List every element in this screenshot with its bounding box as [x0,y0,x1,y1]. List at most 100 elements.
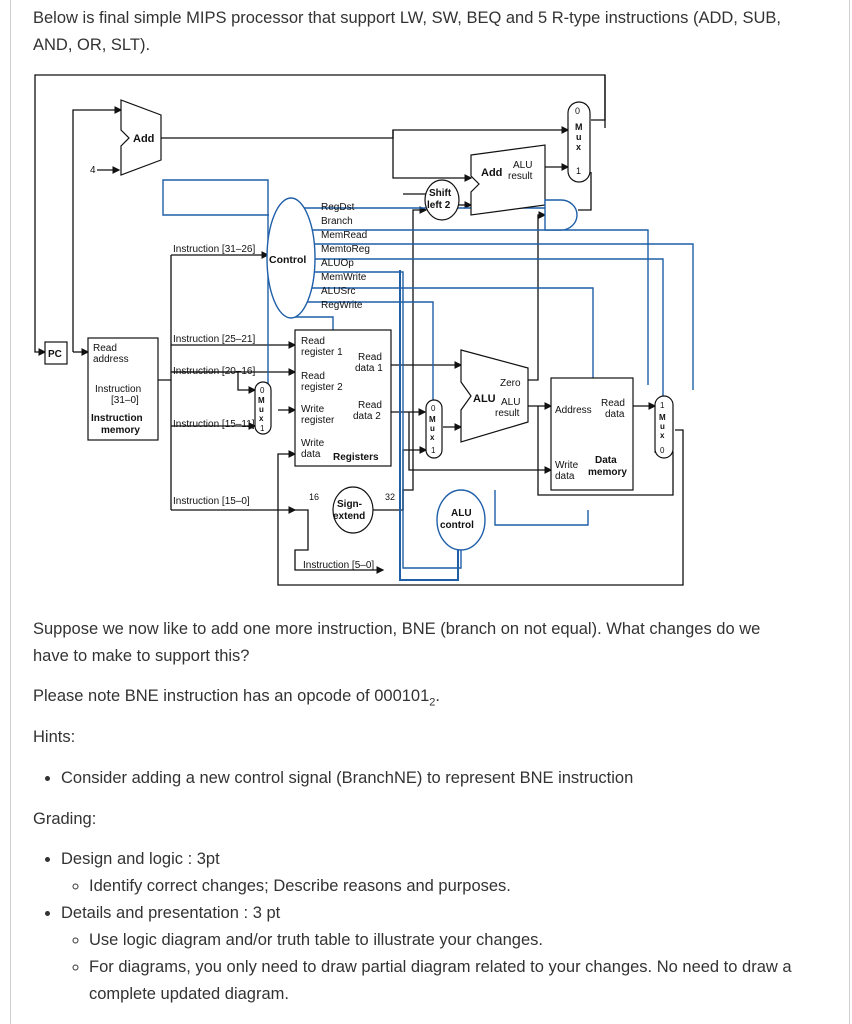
opcode-subscript: 2 [429,696,436,709]
grading-item-1: Design and logic : 3pt Identify correct … [61,846,851,900]
im-instruction: Instruction [95,384,141,395]
mips-datapath-diagram: Add 4 Add ALU result Shift left 2 0 M u … [34,74,694,586]
im-range: [31–0] [111,395,139,406]
alusrc-mux-x: x [430,433,435,442]
instr-15-11-label: Instruction [15–11] [173,419,255,430]
grading-item-2-sub-2: For diagrams, you only need to draw part… [89,954,851,1008]
instruction-memory [87,337,159,441]
reg-wdata-b: data [301,449,321,460]
memtoreg-mux-x: x [660,431,665,440]
reg-read1-b: register 1 [301,347,343,358]
instr-15-0-label: Instruction [15–0] [173,496,250,507]
opcode-note: Please note BNE instruction has an opcod… [33,683,823,716]
regdst-mux-0: 0 [260,386,265,395]
branch-adder-label: Add [481,167,502,179]
dm-name-1: Data [595,455,617,466]
grading-label: Grading: [33,810,97,828]
shift-left-ellipse [424,179,460,221]
dm-name-2: memory [588,467,627,478]
mux-top-x: x [576,142,581,152]
regdst-mux [254,381,272,435]
alusrc-mux-u: u [430,424,435,433]
control-unit [266,197,316,319]
intro-line-2: AND, OR, SLT). [33,36,151,54]
branch-and-gate [544,199,578,231]
signal-alusrc: ALUSrc [321,286,355,297]
reg-rd1-a: Read [358,352,382,363]
regdst-mux-u: u [259,405,264,414]
main-alu [460,349,529,443]
instr-5-0-label: Instruction [5–0] [303,560,374,571]
pc-adder-label: Add [133,133,154,145]
pc-label: PC [48,349,62,360]
im-read: Read [93,343,117,354]
mux-top-1: 1 [576,166,581,176]
shift-label-1: Shift [429,188,452,199]
reg-read2-a: Read [301,371,325,382]
reg-name: Registers [333,452,379,463]
alu-zero: Zero [500,378,521,389]
pc-adder-shape [120,99,162,176]
reg-write-a: Write [301,404,325,415]
regdst-mux-1: 1 [260,424,265,433]
intro-line-1: Below is final simple MIPS processor tha… [33,9,781,27]
opcode-note-end: . [435,687,440,705]
alu-label: ALU [473,393,496,405]
mux-top-0: 0 [575,106,580,116]
grading-list: Design and logic : 3pt Identify correct … [33,846,851,1008]
grading-item-2-sublist: Use logic diagram and/or truth table to … [61,927,851,1008]
dm-write-1: Write [555,460,579,471]
memtoreg-mux-1: 1 [660,401,665,410]
sign-extend-1: Sign- [337,499,362,510]
alusrc-mux-1: 1 [431,446,436,455]
im-address: address [93,354,129,365]
instr-25-21-label: Instruction [25–21] [173,334,255,345]
branch-adder-alu: ALU [513,160,532,171]
content-frame [10,0,850,1024]
regdst-mux-x: x [259,414,264,423]
question-text: Suppose we now like to add one more inst… [33,616,823,670]
control-signal-list: RegDst Branch MemRead MemtoReg ALUOp Mem… [321,202,370,311]
alusrc-mux [425,399,443,459]
dm-write-2: data [555,471,575,482]
hint-item: Consider adding a new control signal (Br… [61,765,851,792]
data-memory [550,377,634,491]
signal-memtoreg: MemtoReg [321,244,370,255]
pc-register [44,341,68,365]
alusrc-mux-0: 0 [431,404,436,413]
reg-read1-a: Read [301,336,325,347]
reg-rd2-b: data 2 [353,411,381,422]
alusrc-mux-m: M [429,415,436,424]
signal-regwrite: RegWrite [321,300,363,311]
alu-control-2: control [440,520,474,531]
branch-adder-result: result [508,171,533,182]
signal-regdst: RegDst [321,202,355,213]
bits-16: 16 [309,492,319,502]
reg-rd1-b: data 1 [355,363,383,374]
grading-item-1-sublist: Identify correct changes; Describe reaso… [61,873,851,900]
signal-memwrite: MemWrite [321,272,367,283]
opcode-note-text: Please note BNE instruction has an opcod… [33,687,430,705]
instr-31-26-label: Instruction [31–26] [173,244,255,255]
hints-label: Hints: [33,728,76,746]
mux-top-m: M [575,122,583,132]
grading-item-1-text: Design and logic : 3pt [61,850,220,868]
reg-write-b: register [301,415,335,426]
branch-adder-shape [470,144,546,216]
signal-memread: MemRead [321,230,367,241]
reg-read2-b: register 2 [301,382,343,393]
hints-list: Consider adding a new control signal (Br… [33,765,851,792]
alu-result-1: ALU [501,397,520,408]
mux-top-u: u [576,132,582,142]
memtoreg-mux [654,395,674,459]
question-line-2: have to make to support this? [33,647,250,665]
memtoreg-mux-u: u [660,422,665,431]
control-label: Control [269,254,306,266]
grading-item-2-text: Details and presentation : 3 pt [61,904,281,922]
alu-control-unit [436,489,486,551]
signal-branch: Branch [321,216,353,227]
regdst-mux-m: M [258,396,265,405]
signal-aluop: ALUOp [321,258,354,269]
bits-32: 32 [385,492,395,502]
reg-rd2-a: Read [358,400,382,411]
